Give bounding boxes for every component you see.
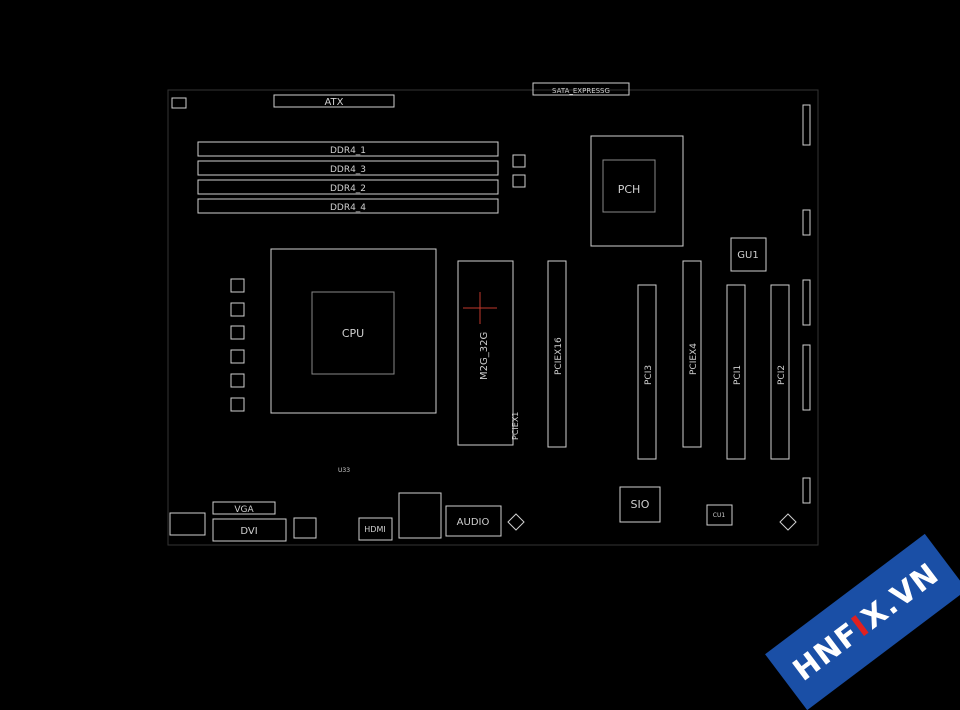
audio-label: AUDIO <box>457 517 490 528</box>
diamond-marker-2 <box>779 513 797 531</box>
right-connector-1 <box>802 104 811 146</box>
ddr4-1-label: DDR4_1 <box>330 146 366 156</box>
pci2-label: PCI2 <box>777 365 787 385</box>
cpu-socket <box>270 248 437 414</box>
right-connector-4 <box>802 344 811 411</box>
left-component-6 <box>230 397 245 412</box>
ddr4-2-label: DDR4_2 <box>330 184 366 194</box>
diamond-marker-1 <box>507 513 525 531</box>
sio-chip <box>619 486 661 523</box>
usb-lan-port <box>398 492 442 539</box>
pci3-slot <box>637 284 657 460</box>
pciex4-label: PCIEX4 <box>689 343 699 375</box>
cu1-chip <box>706 504 733 526</box>
pciex16-slot <box>547 260 567 448</box>
left-component-5 <box>230 373 245 388</box>
left-component-3 <box>230 325 245 340</box>
vga-label: VGA <box>234 505 254 515</box>
usb-port <box>293 517 317 539</box>
hdmi-port <box>358 517 393 541</box>
dvi-port <box>212 518 287 542</box>
sata-expressg-label: SATA_EXPRESSG <box>552 87 610 95</box>
pci2-slot <box>770 284 790 460</box>
pciex4-slot <box>682 260 702 448</box>
ps2-port <box>169 512 206 536</box>
mid-component-1 <box>512 154 526 168</box>
right-connector-2 <box>802 209 811 236</box>
m2g-label: M2G_32G <box>479 332 490 380</box>
left-component-2 <box>230 302 245 317</box>
gu1-label: GU1 <box>737 250 758 261</box>
cpu-pad-grid <box>311 291 395 375</box>
sata-expressg-connector <box>532 82 630 96</box>
m2-slot <box>457 260 514 446</box>
cpu-label: CPU <box>342 327 364 340</box>
pch-outline <box>590 135 684 247</box>
atx-label: ATX <box>324 97 343 108</box>
audio-port <box>445 505 502 537</box>
atx-connector <box>273 94 395 108</box>
sio-label: SIO <box>631 498 650 511</box>
top-left-component <box>171 97 187 109</box>
ddr4-4-label: DDR4_4 <box>330 203 366 213</box>
right-connector-3 <box>802 279 811 326</box>
dvi-label: DVI <box>240 526 257 537</box>
pch-chip <box>602 159 656 213</box>
hdmi-label: HDMI <box>364 525 385 534</box>
motherboard-layout: ATX SATA_EXPRESSG DDR4_1 DDR4_3 DDR4_2 D… <box>167 82 819 546</box>
board-outline <box>167 89 819 546</box>
pci1-slot <box>726 284 746 460</box>
cu1-label: CU1 <box>713 512 726 519</box>
ddr4-slot-1 <box>197 141 499 157</box>
mid-component-2 <box>512 174 526 188</box>
ddr4-slot-2 <box>197 179 499 195</box>
pci3-label: PCI3 <box>644 365 654 385</box>
gu1-chip <box>730 237 767 272</box>
pciex1-label: PCIEX1 <box>511 412 520 440</box>
left-component-4 <box>230 349 245 364</box>
u33-label: U33 <box>338 467 350 474</box>
left-component-1 <box>230 278 245 293</box>
pciex16-label: PCIEX16 <box>554 337 564 375</box>
vga-port <box>212 501 276 515</box>
pch-label: PCH <box>618 183 641 196</box>
ddr4-3-label: DDR4_3 <box>330 165 366 175</box>
ddr4-slot-3 <box>197 160 499 176</box>
right-connector-5 <box>802 477 811 504</box>
ddr4-slot-4 <box>197 198 499 214</box>
pci1-label: PCI1 <box>733 365 743 385</box>
